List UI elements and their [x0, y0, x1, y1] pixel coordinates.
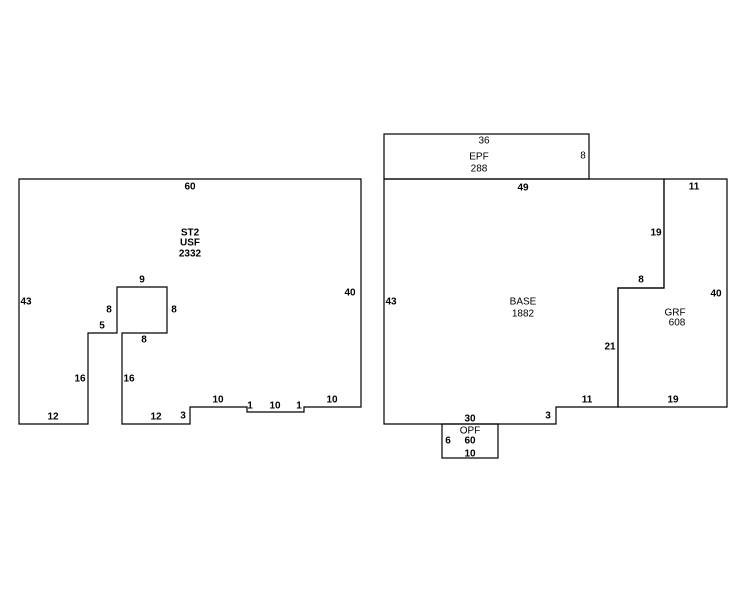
- epf-area: 288: [471, 164, 488, 175]
- base-name: BASE: [510, 297, 537, 308]
- dim-bottom-left: 12: [47, 412, 59, 423]
- epf-name: EPF: [469, 152, 488, 163]
- base-step: 3: [545, 411, 551, 422]
- base-bottom: 30: [464, 414, 476, 425]
- dim-notch-8-left: 8: [106, 305, 112, 316]
- area-label-usf: USF: [180, 238, 200, 249]
- epf-width: 36: [478, 136, 490, 147]
- dim-top: 60: [184, 182, 196, 193]
- dim-step-10b: 10: [269, 401, 281, 412]
- grf-outline: [617, 178, 728, 408]
- dim-step-3: 3: [180, 411, 186, 422]
- base-left: 43: [385, 297, 397, 308]
- base-bottom-right: 11: [582, 395, 593, 406]
- dim-bottom-mid: 12: [150, 412, 162, 423]
- dim-notch-8-bottom: 8: [141, 335, 147, 346]
- dim-right: 40: [344, 288, 356, 299]
- opf-bottom: 10: [464, 449, 476, 460]
- base-right-upper: 19: [650, 228, 662, 239]
- dim-notch-right: 16: [123, 374, 135, 385]
- grf-right: 40: [710, 289, 722, 300]
- grf-bottom: 19: [667, 395, 679, 406]
- opf-side: 6: [445, 436, 451, 447]
- dim-notch-left: 16: [74, 374, 86, 385]
- opf-outline: [441, 423, 499, 459]
- opf-name: OPF: [460, 426, 481, 437]
- grf-area: 608: [669, 318, 686, 329]
- st2-usf-outline: [18, 178, 362, 425]
- dim-left: 43: [20, 297, 32, 308]
- epf-depth: 8: [580, 151, 586, 162]
- area-label-size: 2332: [179, 249, 202, 260]
- dim-step-10c: 10: [326, 395, 338, 406]
- dim-step-1a: 1: [247, 401, 253, 412]
- dim-notch-8-right: 8: [171, 305, 177, 316]
- base-area: 1882: [512, 309, 535, 320]
- dim-notch-5: 5: [99, 321, 105, 332]
- area-label-st2: ST2: [181, 228, 200, 239]
- dim-notch-9: 9: [139, 275, 145, 286]
- base-jog: 8: [638, 275, 644, 286]
- grf-name: GRF: [664, 308, 685, 319]
- opf-area: 60: [464, 436, 476, 447]
- grf-top: 11: [689, 182, 700, 193]
- dim-step-10a: 10: [212, 395, 224, 406]
- base-top: 49: [517, 183, 529, 194]
- base-right-lower: 21: [604, 342, 616, 353]
- dim-step-1b: 1: [296, 401, 302, 412]
